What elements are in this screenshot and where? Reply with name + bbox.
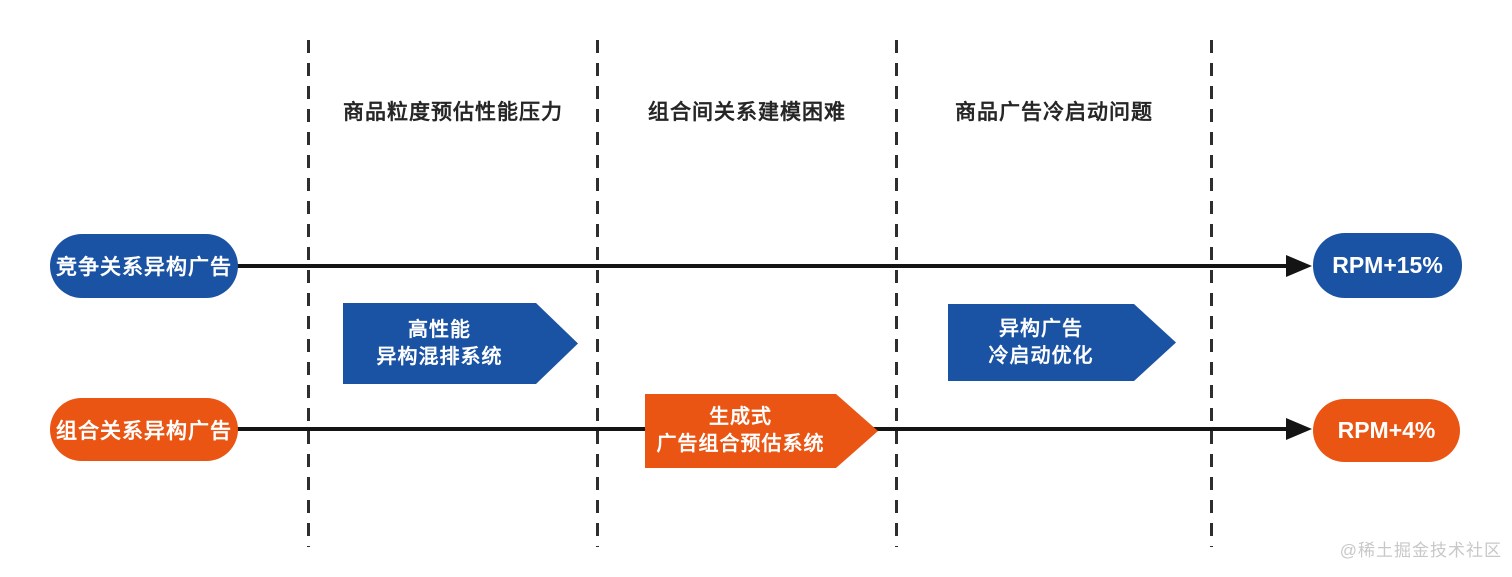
divider-line-2 — [596, 40, 599, 547]
arrowhead-row2 — [1286, 418, 1312, 440]
section-header-modeling: 组合间关系建模困难 — [648, 101, 846, 124]
result-pill-rpm4: RPM+4% — [1313, 399, 1460, 462]
chevron-high-performance-system: 高性能 异构混排系统 — [343, 303, 578, 384]
arrow-line-row1 — [236, 264, 1288, 268]
arrowhead-row1 — [1286, 255, 1312, 277]
chevron-text-line1: 生成式 — [709, 406, 772, 428]
source-pill-label: 竞争关系异构广告 — [56, 256, 232, 279]
divider-line-4 — [1210, 40, 1213, 547]
chevron-text-line1: 异构广告 — [999, 317, 1083, 340]
section-header-performance: 商品粒度预估性能压力 — [343, 101, 563, 124]
chevron-text-line2: 广告组合预估系统 — [656, 433, 825, 455]
result-pill-rpm15: RPM+15% — [1313, 233, 1462, 298]
source-pill-combination-ads: 组合关系异构广告 — [50, 398, 238, 461]
source-pill-competitive-ads: 竞争关系异构广告 — [50, 234, 238, 298]
result-pill-label: RPM+15% — [1332, 252, 1443, 278]
chevron-text-line2: 异构混排系统 — [376, 345, 503, 368]
chevron-text-line2: 冷启动优化 — [988, 344, 1094, 367]
result-pill-label: RPM+4% — [1337, 417, 1436, 443]
source-pill-label: 组合关系异构广告 — [56, 419, 232, 443]
watermark: @稀土掘金技术社区 — [1339, 541, 1502, 560]
chevron-coldstart-optimization: 异构广告 冷启动优化 — [948, 304, 1176, 381]
section-header-coldstart: 商品广告冷启动问题 — [955, 101, 1153, 124]
divider-line-1 — [307, 40, 310, 547]
chevron-generative-estimation-system: 生成式 广告组合预估系统 — [645, 394, 878, 468]
chevron-text-line1: 高性能 — [408, 318, 471, 341]
divider-line-3 — [895, 40, 898, 547]
